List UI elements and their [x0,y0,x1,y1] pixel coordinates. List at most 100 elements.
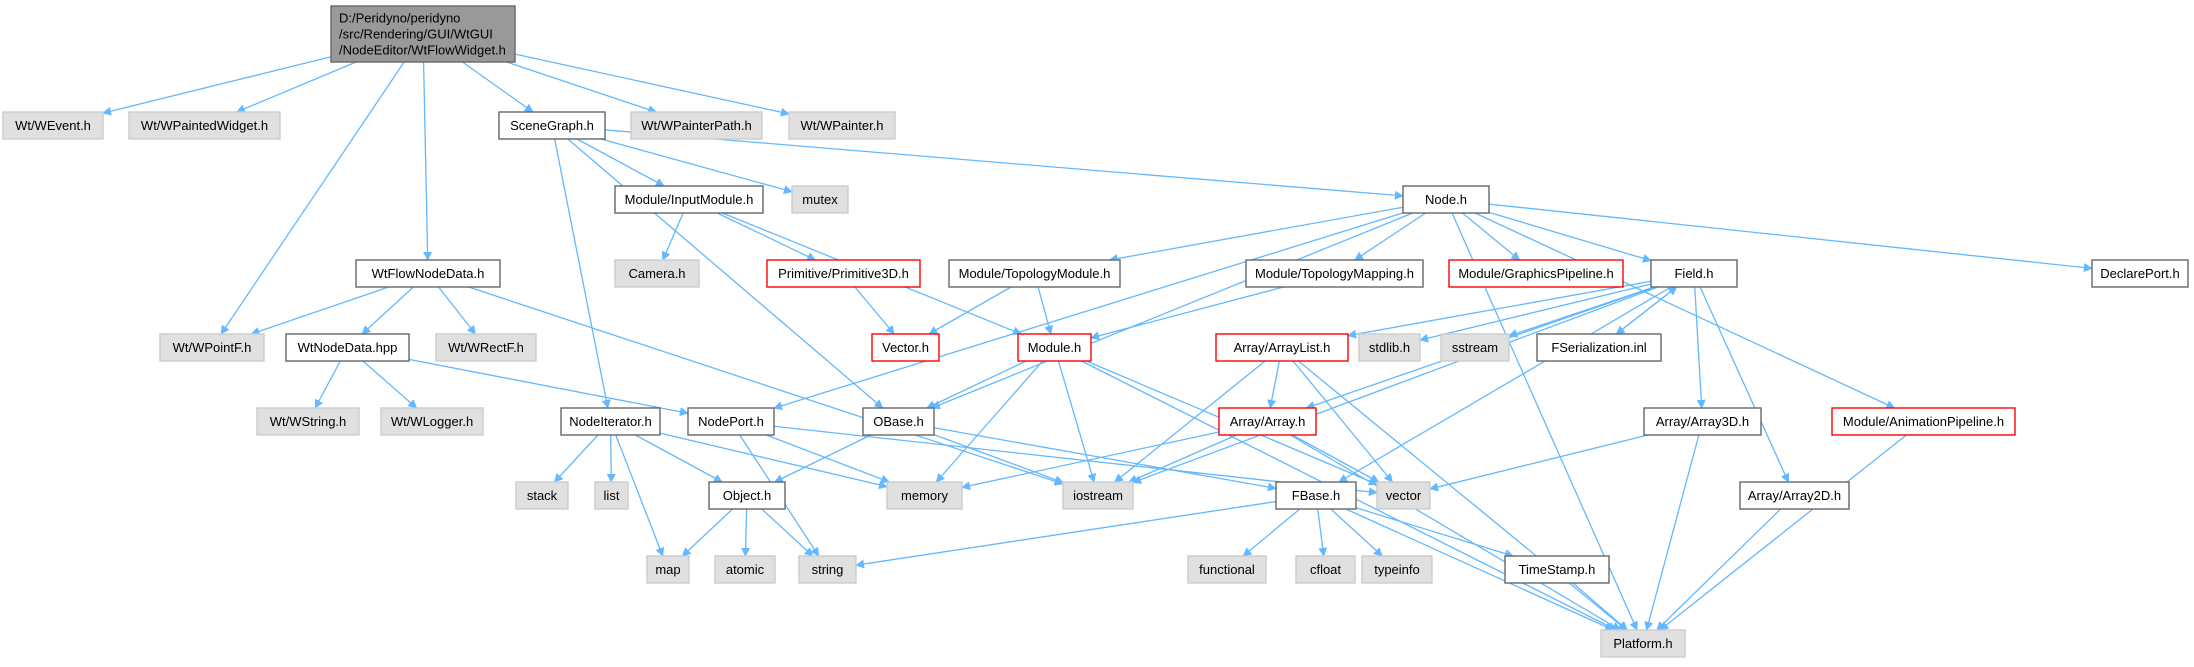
node-box [788,111,896,140]
node-inputmodule[interactable]: Module/InputModule.h [614,185,764,214]
node-topologymodule[interactable]: Module/TopologyModule.h [948,259,1121,288]
node-vectorh[interactable]: Vector.h [871,333,940,362]
node-animpipeline[interactable]: Module/AnimationPipeline.h [1831,407,2016,436]
edge-nodeiterator-to-memory [659,432,888,490]
node-label: Wt/WLogger.h [391,414,473,429]
node-scenegraph[interactable]: SceneGraph.h [498,111,606,140]
node-topologymapping[interactable]: Module/TopologyMapping.h [1245,259,1424,288]
edge-root-to-scenegraph [462,61,534,113]
node-map: map [646,555,690,584]
node-label: Module/GraphicsPipeline.h [1458,266,1613,281]
edge-fbase-to-timestamp [1355,507,1514,558]
node-arrayh[interactable]: Array/Array.h [1218,407,1317,436]
node-box [2,111,104,140]
edge-array2d-to-platform [1656,508,1782,631]
edge-moduleh-to-memory [935,360,1044,483]
node-label: Wt/WPainter.h [800,118,883,133]
edge-moduleh-to-obase [926,360,1027,409]
node-label: Module/InputModule.h [625,192,754,207]
node-box [2091,259,2189,288]
node-box [646,555,690,584]
node-box [1402,185,1490,214]
node-box [1831,407,2016,436]
edge-arrayh-to-vector [1292,434,1380,483]
node-box [1739,481,1850,510]
node-nodeport[interactable]: NodePort.h [687,407,775,436]
node-box [1245,259,1424,288]
edge-nodeiterator-to-map [615,434,665,557]
edge-arraylist-to-arrayh [1267,360,1280,409]
node-primitive3d[interactable]: Primitive/Primitive3D.h [766,259,921,288]
node-fserial[interactable]: FSerialization.inl [1536,333,1662,362]
edge-obase-to-iostream [933,434,1064,484]
node-label: Vector.h [882,340,929,355]
node-node[interactable]: Node.h [1402,185,1490,214]
node-moduleh[interactable]: Module.h [1017,333,1092,362]
node-label: Field.h [1674,266,1713,281]
node-label: cfloat [1310,562,1341,577]
edge-primitive3d-to-vectorh [854,286,895,335]
node-declareport[interactable]: DeclarePort.h [2091,259,2189,288]
node-label: Wt/WPointF.h [173,340,252,355]
node-object[interactable]: Object.h [708,481,786,510]
node-nodeiterator[interactable]: NodeIterator.h [560,407,661,436]
edge-scenegraph-to-nodeiterator [554,138,611,409]
edge-scenegraph-to-mutex [600,138,793,194]
node-arraylist[interactable]: Array/ArrayList.h [1215,333,1349,362]
node-sstream: sstream [1440,333,1510,362]
node-label: Module/TopologyModule.h [959,266,1111,281]
node-array2d[interactable]: Array/Array2D.h [1739,481,1850,510]
node-label: WtNodeData.hpp [298,340,398,355]
node-label: vector [1386,488,1422,503]
node-obase[interactable]: OBase.h [862,407,935,436]
edge-nodeiterator-to-object [635,434,723,483]
node-wtflownodedata[interactable]: WtFlowNodeData.h [355,259,501,288]
edge-arrayh-to-platform [1290,434,1621,631]
edge-arraylist-to-vector [1292,360,1393,483]
node-array3d[interactable]: Array/Array3D.h [1643,407,1762,436]
node-wtnodedata[interactable]: WtNodeData.hpp [285,333,410,362]
node-label: atomic [726,562,765,577]
node-box [1650,259,1738,288]
node-box [560,407,661,436]
node-label: FSerialization.inl [1551,340,1646,355]
node-label: Platform.h [1613,636,1672,651]
edge-arraylist-to-platform [1298,360,1628,631]
node-field[interactable]: Field.h [1650,259,1738,288]
edge-node-to-topologymapping [1354,212,1427,261]
node-label: Array/ArrayList.h [1234,340,1331,355]
edge-node-to-field [1488,211,1652,263]
edge-topologymapping-to-moduleh [1090,286,1284,341]
edge-root-to-wpainter [514,53,790,117]
node-box [159,333,265,362]
node-wpaintedwidget: Wt/WPaintedWidget.h [128,111,281,140]
node-box [256,407,360,436]
node-wlogger: Wt/WLogger.h [380,407,484,436]
node-iostream: iostream [1062,481,1134,510]
edge-object-to-atomic [741,508,751,557]
edge-inputmodule-to-primitive3d [716,212,817,261]
node-fbase[interactable]: FBase.h [1275,481,1357,510]
node-list: list [594,481,629,510]
node-label: memory [901,488,948,503]
node-timestamp[interactable]: TimeStamp.h [1504,555,1610,584]
node-box [798,555,857,584]
edge-fbase-to-string [855,500,1277,569]
edge-scenegraph-to-node [604,129,1404,200]
edge-fserial-to-field [1615,286,1678,335]
edge-field-to-arraylist [1347,280,1652,339]
node-box [1187,555,1267,584]
node-box [1062,481,1134,510]
node-box [862,407,935,436]
node-label: Array/Array2D.h [1748,488,1841,503]
node-root[interactable]: D:/Peridyno/peridyno/src/Rendering/GUI/W… [330,5,516,63]
edge-scenegraph-to-obase [567,138,884,409]
node-box [1017,333,1092,362]
node-graphicspipeline[interactable]: Module/GraphicsPipeline.h [1448,259,1624,288]
node-label: NodePort.h [698,414,764,429]
edge-wtnodedata-to-nodeport [408,358,689,417]
node-box [1215,333,1349,362]
node-box [766,259,921,288]
node-box [285,333,410,362]
node-box [515,481,569,510]
